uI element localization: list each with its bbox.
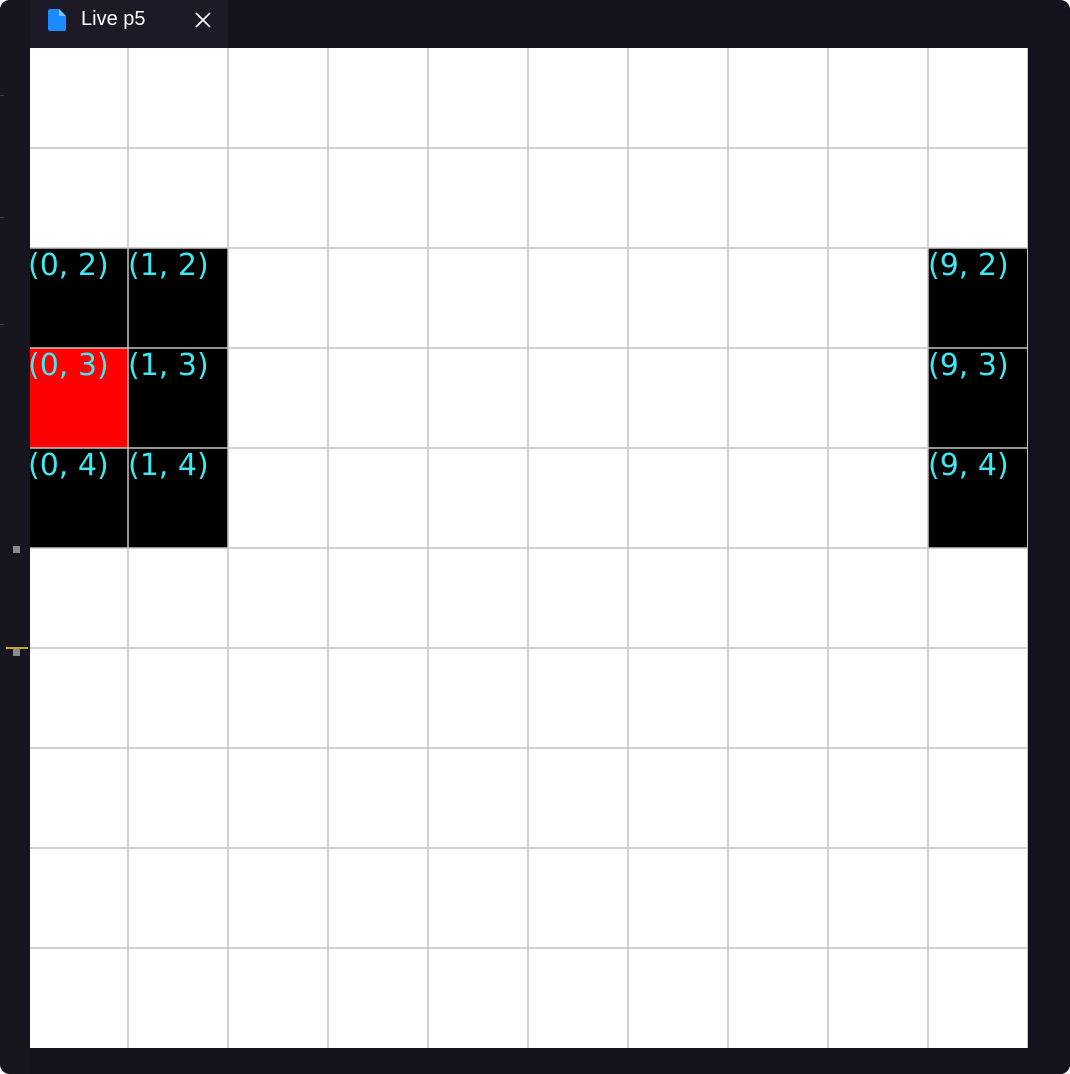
window-right-margin bbox=[1028, 48, 1070, 1074]
grid-cell-filled[interactable] bbox=[928, 448, 1028, 548]
cell-coordinate-label: (0, 2) bbox=[30, 248, 109, 283]
strip-tick bbox=[0, 217, 4, 218]
tab-bar: Live p5 bbox=[0, 0, 1070, 48]
scroll-marker-icon bbox=[13, 546, 20, 553]
cell-coordinate-label: (9, 4) bbox=[928, 448, 1009, 483]
cell-coordinate-label: (0, 3) bbox=[30, 348, 109, 383]
scroll-marker-icon bbox=[13, 649, 20, 656]
tab-title: Live p5 bbox=[81, 8, 146, 30]
grid-cell-filled[interactable] bbox=[928, 348, 1028, 448]
grid-cell-filled[interactable] bbox=[128, 348, 228, 448]
grid-canvas[interactable]: (0, 2) (1, 2) (9, 2) (0, 3) (1, 3) (9, 3) (0, … bbox=[30, 48, 1028, 1048]
p5-canvas[interactable]: (0, 2) (1, 2) (9, 2) (0, 3) (1, 3) (9, 3) (0, … bbox=[30, 48, 1028, 1048]
grid-cell-filled[interactable] bbox=[30, 348, 128, 448]
grid-cell-filled[interactable] bbox=[30, 248, 128, 348]
grid-cell-filled[interactable] bbox=[128, 248, 228, 348]
cell-coordinate-label: (1, 4) bbox=[128, 448, 209, 483]
grid-cell-filled[interactable] bbox=[30, 448, 128, 548]
cell-coordinate-label: (9, 2) bbox=[928, 248, 1009, 283]
window-bottom-margin bbox=[30, 1048, 1070, 1074]
tab-live-p5[interactable]: Live p5 bbox=[30, 0, 228, 48]
strip-tick bbox=[0, 95, 4, 96]
cell-coordinate-label: (9, 3) bbox=[928, 348, 1009, 383]
close-icon[interactable] bbox=[193, 10, 213, 30]
accent-marker bbox=[6, 647, 28, 649]
cell-coordinate-label: (0, 4) bbox=[30, 448, 109, 483]
grid-cell-filled[interactable] bbox=[928, 248, 1028, 348]
file-icon bbox=[48, 9, 66, 31]
cell-coordinate-label: (1, 2) bbox=[128, 248, 209, 283]
cell-coordinate-label: (1, 3) bbox=[128, 348, 209, 383]
grid-cell-filled[interactable] bbox=[128, 448, 228, 548]
strip-tick bbox=[0, 324, 4, 325]
editor-sidebar-strip bbox=[0, 0, 30, 1074]
